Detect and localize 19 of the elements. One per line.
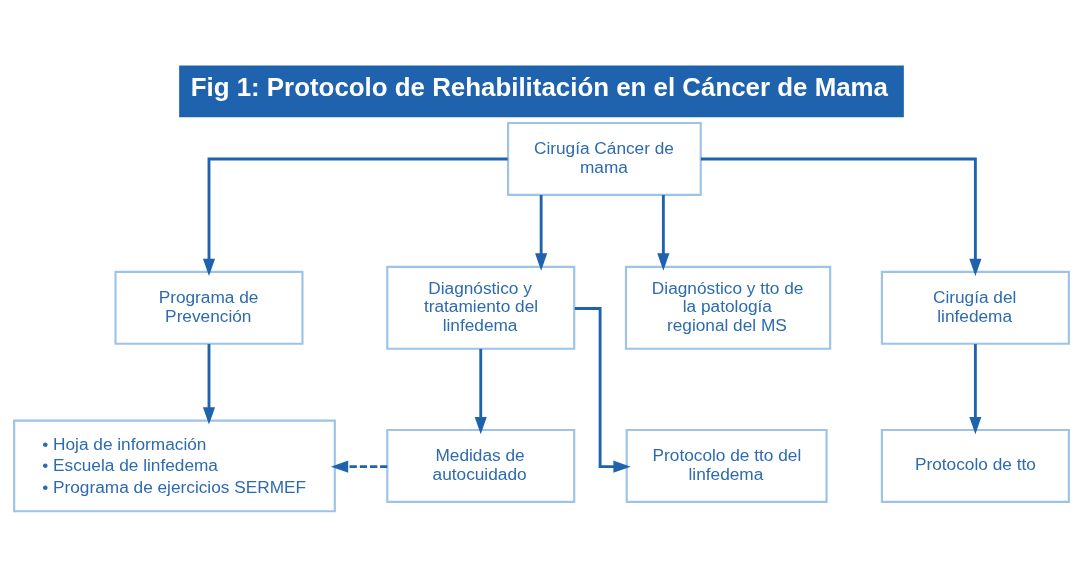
node-box: Diagnóstico y tratamiento del linfedema	[386, 265, 576, 350]
arrow	[202, 157, 508, 276]
node-box: Medidas de autocuidado	[386, 428, 576, 503]
diagram-title: Fig 1: Protocolo de Rehabilitación en el Cáncer de Mama	[190, 72, 888, 101]
arrow	[574, 306, 631, 473]
node-box: Cirugía Cáncer de mama	[507, 121, 702, 196]
node-box: Protocolo de tto	[880, 428, 1070, 503]
node-box: Cirugía del linfedema	[880, 270, 1070, 345]
arrow	[700, 157, 982, 276]
arrow	[330, 460, 388, 473]
arrow	[474, 348, 487, 434]
arrow	[535, 194, 548, 271]
node-box: Programa de Prevención	[114, 270, 304, 345]
node-box: • Hoja de información • Escuela de linfedema • Programa de ejercicios SERMEF	[13, 419, 336, 512]
arrow	[657, 194, 670, 271]
arrow	[969, 343, 982, 434]
node-box: Protocolo de tto del linfedema	[625, 428, 828, 503]
arrow	[202, 343, 216, 425]
node-box: Diagnóstico y tto de la patología regional del MS	[624, 265, 832, 350]
